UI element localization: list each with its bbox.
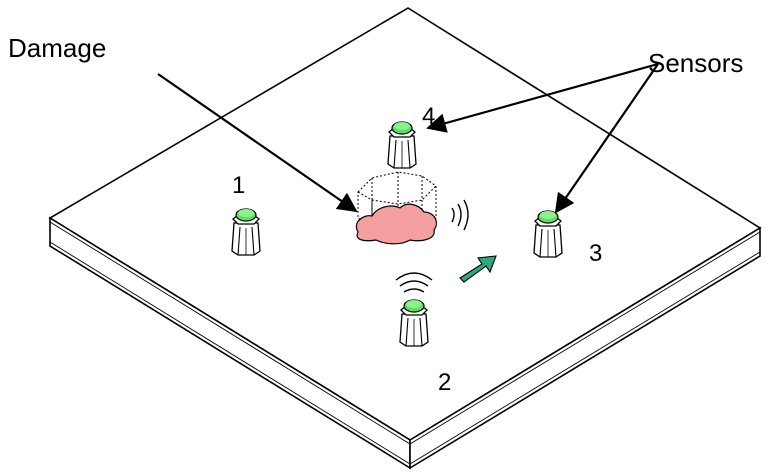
sensors-label: Sensors <box>648 48 743 78</box>
sensor-2-label: 2 <box>438 369 451 396</box>
sensor-4 <box>387 121 417 169</box>
damage-blob <box>355 203 437 245</box>
sensor-2-wave-icon <box>395 272 433 293</box>
damage-region <box>355 171 437 245</box>
plate-right-face <box>409 226 761 470</box>
propagation-arrow <box>459 255 497 283</box>
sensors-leader-arrow-3 <box>554 63 659 214</box>
sensor-1-label: 1 <box>232 172 245 199</box>
damage-label: Damage <box>8 33 106 63</box>
damage-leader-arrow <box>157 73 358 213</box>
sensor-1 <box>231 208 261 256</box>
sensors-leader-arrow-4 <box>426 62 659 133</box>
leader-arrows <box>157 62 659 214</box>
sensor-3 <box>533 210 563 258</box>
sensor-3-label: 3 <box>589 240 602 267</box>
damage-wave-icon <box>451 199 469 231</box>
sensor-2 <box>399 299 429 347</box>
